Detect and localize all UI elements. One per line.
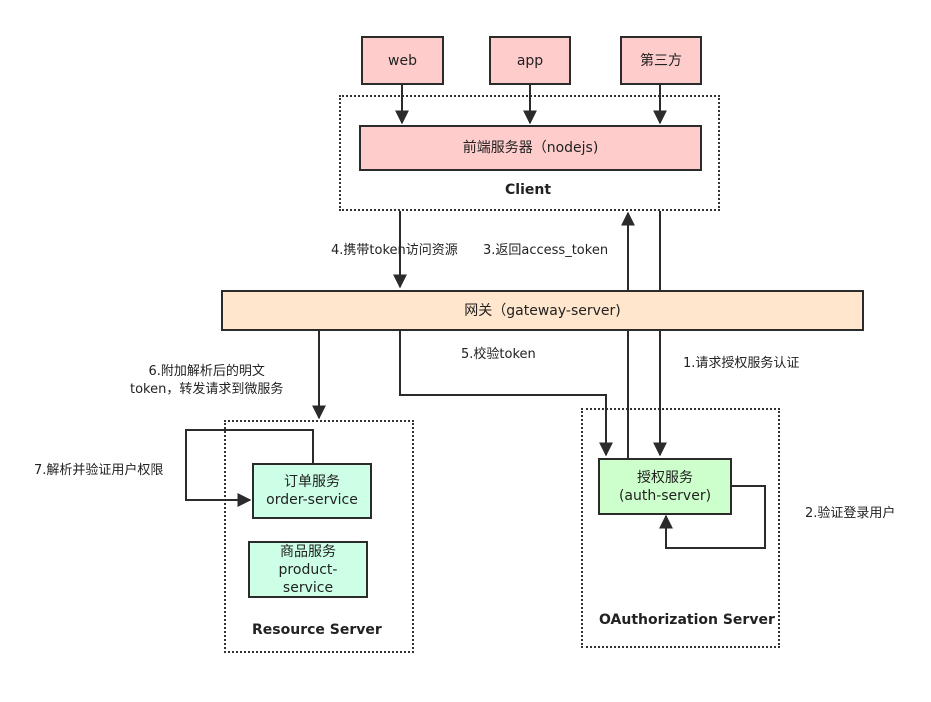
- step2-label: 2.验证登录用户: [805, 506, 896, 521]
- product-service-label-en-1: product-: [278, 561, 338, 578]
- resource-server-label: Resource Server: [252, 622, 382, 638]
- product-service-node[interactable]: 商品服务 product- service: [248, 541, 368, 598]
- product-service-label-en-2: service: [282, 579, 334, 596]
- edge-gateway-to-auth: [399, 331, 613, 457]
- frontend-server-node[interactable]: 前端服务器（nodejs): [359, 125, 702, 171]
- frontend-server-label: 前端服务器（nodejs): [462, 140, 599, 156]
- auth-service-label-en: (auth-server): [618, 487, 712, 504]
- gateway-node[interactable]: 网关（gateway-server): [221, 290, 864, 331]
- step1-label: 1.请求授权服务认证: [683, 356, 800, 371]
- web-node-label: web: [388, 52, 417, 69]
- oauth-server-label: OAuthorization Server: [599, 612, 775, 628]
- step6-label-line1: 6.附加解析后的明文: [148, 364, 265, 379]
- step6-label: 6.附加解析后的明文 token，转发请求到微服务: [130, 363, 283, 399]
- step7-label: 7.解析并验证用户权限: [34, 463, 164, 478]
- app-node[interactable]: app: [489, 36, 571, 85]
- web-node[interactable]: web: [361, 36, 444, 85]
- client-group-label: Client: [505, 182, 552, 198]
- oauth-server-group: [581, 408, 780, 648]
- order-service-label-cn: 订单服务: [284, 474, 340, 490]
- product-service-label-cn: 商品服务: [280, 543, 336, 560]
- edge-auth-self-loop: [659, 485, 766, 549]
- gateway-label: 网关（gateway-server): [464, 302, 621, 319]
- order-service-label-en: order-service: [266, 492, 358, 508]
- edge-order-self-loop: [185, 429, 314, 507]
- step3-label: 3.返回access_token: [483, 243, 609, 258]
- third-party-node[interactable]: 第三方: [620, 36, 702, 85]
- third-party-node-label: 第三方: [640, 52, 682, 69]
- step5-label: 5.校验token: [461, 347, 536, 362]
- auth-service-label-cn: 授权服务: [637, 469, 693, 486]
- order-service-node[interactable]: 订单服务 order-service: [252, 463, 372, 519]
- resource-server-group: [224, 420, 414, 653]
- step6-label-line2: token，转发请求到微服务: [130, 382, 284, 397]
- step4-label: 4.携带token访问资源: [331, 243, 458, 258]
- app-node-label: app: [516, 52, 544, 69]
- auth-service-node[interactable]: 授权服务 (auth-server): [598, 458, 732, 515]
